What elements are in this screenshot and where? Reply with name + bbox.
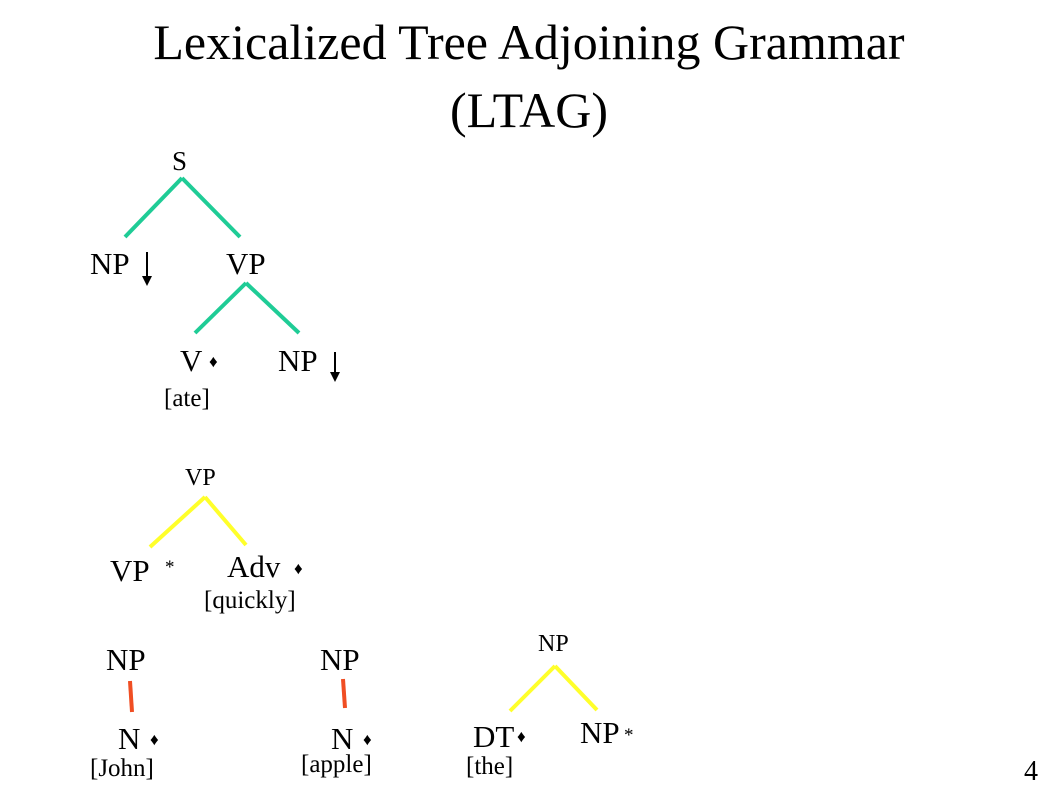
slide-title-line-2: (LTAG): [449, 82, 608, 138]
edge-s-vp: [180, 176, 242, 239]
anchor-diamond-icon: ♦: [363, 730, 372, 749]
lexeme-the: [the]: [466, 753, 514, 780]
node-dt: DT: [473, 719, 515, 754]
foot-star-icon: *: [165, 557, 175, 578]
node-s: S: [172, 146, 188, 176]
lexeme-ate: [ate]: [164, 385, 210, 412]
page-number: 4: [1024, 756, 1038, 787]
node-n-apple: N: [331, 721, 354, 756]
lexeme-john: [John]: [90, 755, 154, 782]
edge-np-n-apple: [341, 678, 347, 709]
edge-np-npfoot: [553, 664, 599, 712]
node-np-root-the: NP: [538, 631, 569, 657]
node-vp: VP: [226, 246, 266, 281]
node-v: V: [180, 343, 203, 378]
node-vp-root-aux: VP: [185, 465, 216, 491]
edge-vp-np: [244, 281, 301, 335]
node-n-john: N: [118, 721, 141, 756]
edge-vp-v: [193, 281, 248, 335]
edge-vp-vpfoot: [148, 495, 207, 549]
anchor-diamond-icon: ♦: [294, 559, 303, 578]
anchor-diamond-icon: ♦: [150, 730, 159, 749]
slide-title-line-1: Lexicalized Tree Adjoining Grammar: [153, 14, 905, 70]
anchor-diamond-icon: ♦: [209, 352, 218, 371]
lexeme-apple: [apple]: [301, 751, 372, 778]
edge-np-dt: [508, 664, 557, 713]
foot-star-icon: *: [624, 725, 634, 746]
edge-s-np: [123, 176, 184, 239]
node-np-subject: NP: [90, 246, 130, 281]
edge-vp-adv: [203, 495, 248, 547]
anchor-diamond-icon: ♦: [517, 727, 526, 746]
substitution-arrowhead-object: [330, 372, 340, 382]
node-np-object: NP: [278, 343, 318, 378]
substitution-arrowhead-subject: [142, 276, 152, 286]
node-np-apple: NP: [320, 642, 360, 677]
node-np-foot-the: NP: [580, 715, 620, 750]
node-adv: Adv: [227, 549, 281, 584]
edge-np-n-john: [128, 680, 134, 713]
node-np-john: NP: [106, 642, 146, 677]
lexeme-quickly: [quickly]: [204, 587, 296, 614]
node-vp-foot: VP: [110, 553, 150, 588]
